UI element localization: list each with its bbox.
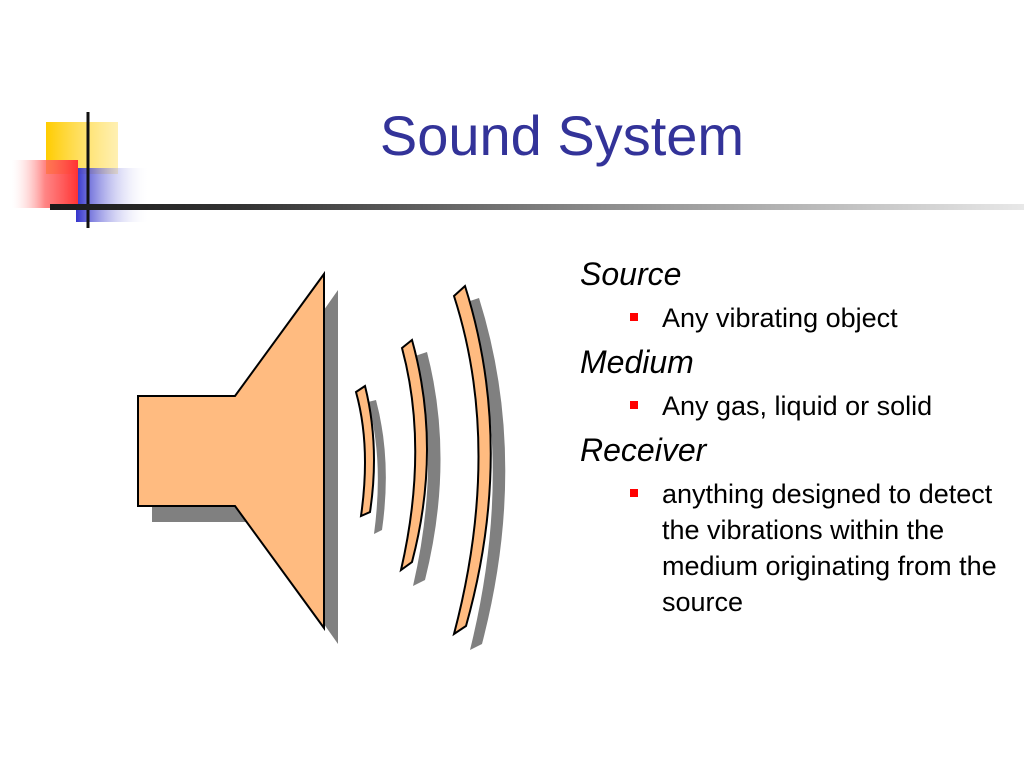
sub-item-text: Any gas, liquid or solid bbox=[662, 391, 933, 421]
item-heading: Medium bbox=[580, 344, 694, 380]
list-item-medium: Medium Any gas, liquid or solid bbox=[580, 340, 1020, 424]
sub-item: Any vibrating object bbox=[630, 300, 1020, 336]
content-list: Source Any vibrating object Medium Any g… bbox=[580, 252, 1020, 624]
item-heading: Receiver bbox=[580, 432, 707, 468]
bullet-square-icon bbox=[630, 489, 638, 497]
slide-title: Sound System bbox=[379, 104, 745, 167]
sound-wave-large bbox=[452, 284, 492, 637]
bullet-square-icon bbox=[630, 401, 638, 409]
sound-wave-medium bbox=[399, 338, 428, 573]
bullet-square-icon bbox=[630, 313, 638, 321]
sub-item-text: anything designed to detect the vibratio… bbox=[662, 479, 997, 617]
list-item-receiver: Receiver anything designed to detect the… bbox=[580, 428, 1020, 620]
sub-list: Any gas, liquid or solid bbox=[580, 388, 1020, 424]
speaker-icon bbox=[137, 270, 506, 650]
item-heading: Source bbox=[580, 256, 682, 292]
list-item-source: Source Any vibrating object bbox=[580, 252, 1020, 336]
sub-list: Any vibrating object bbox=[580, 300, 1020, 336]
title-rule bbox=[50, 204, 1024, 210]
sound-wave-small bbox=[354, 384, 375, 518]
sub-list: anything designed to detect the vibratio… bbox=[580, 476, 1020, 620]
red-square bbox=[12, 160, 78, 208]
sub-item: Any gas, liquid or solid bbox=[630, 388, 1020, 424]
sub-item: anything designed to detect the vibratio… bbox=[630, 476, 1020, 620]
speaker-cone bbox=[137, 270, 325, 632]
corner-decoration bbox=[12, 112, 150, 228]
speaker-body bbox=[137, 270, 492, 637]
sub-item-text: Any vibrating object bbox=[662, 303, 898, 333]
